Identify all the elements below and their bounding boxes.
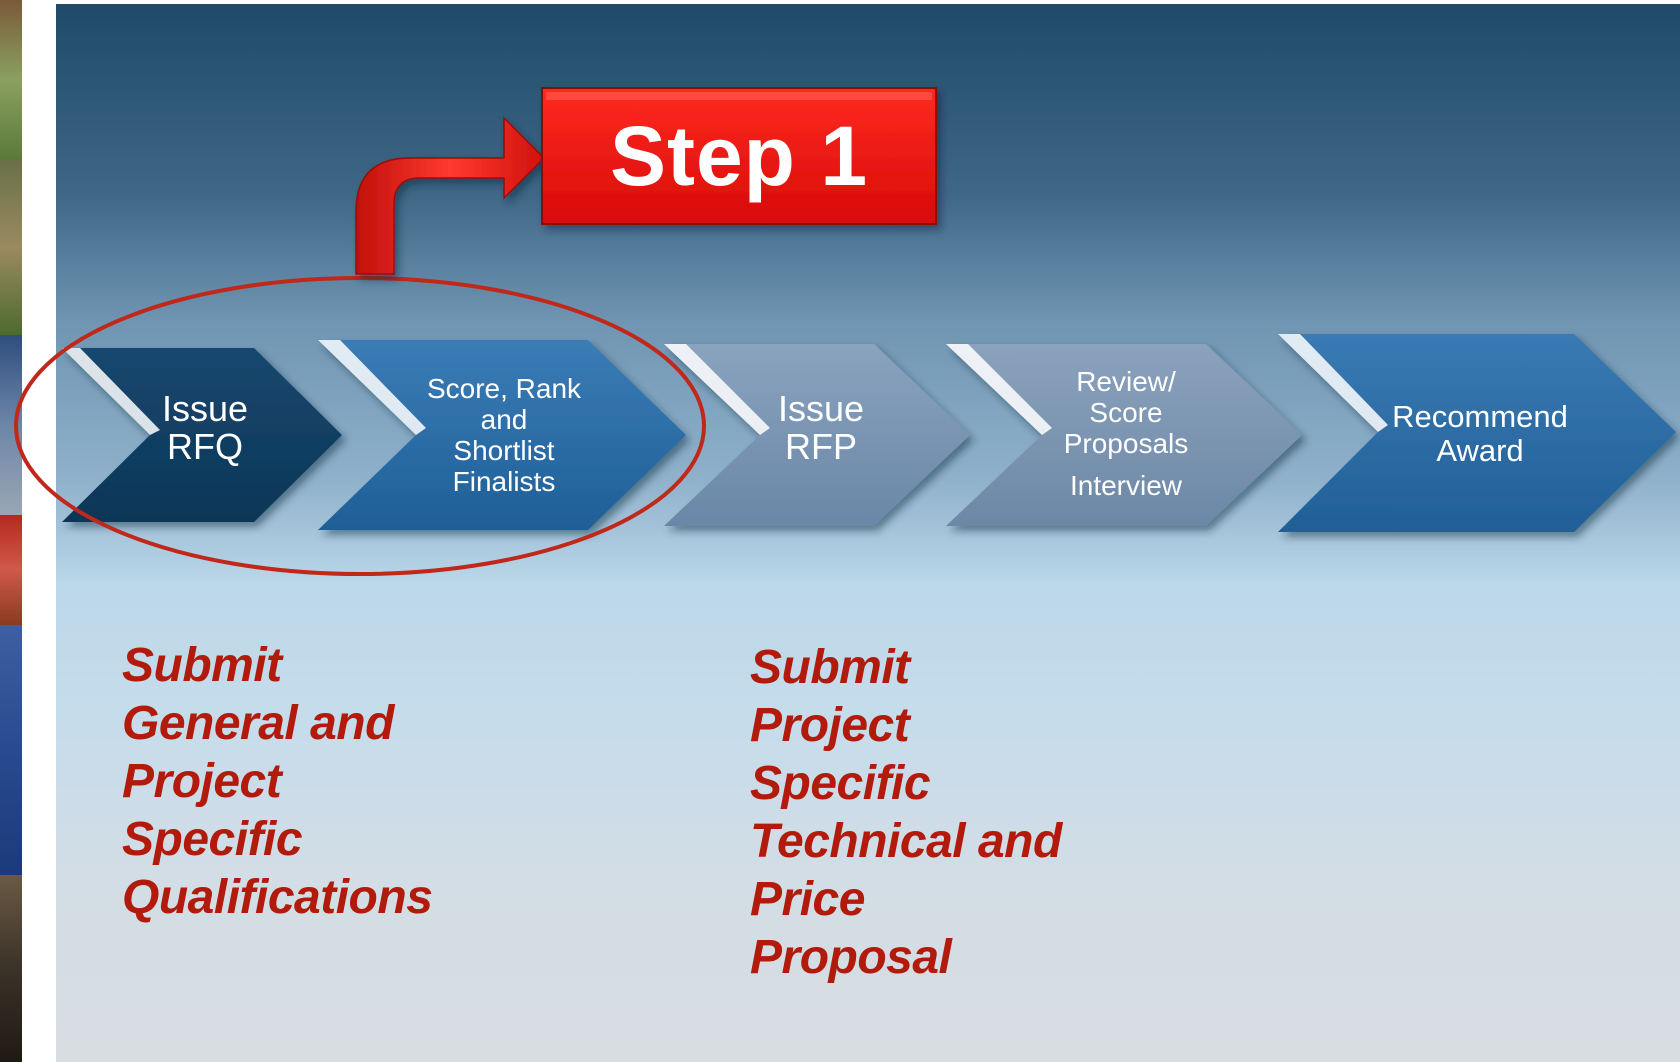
step-label-line: Recommend [1392, 399, 1568, 434]
highlight-ellipse [14, 276, 706, 576]
step-label-recommend-award: Recommend Award [1370, 400, 1590, 468]
step-label-line: Proposals [1063, 428, 1189, 459]
chevron-issue-rfp [664, 344, 970, 526]
step-label-line: Score [1089, 397, 1163, 428]
step-label-line: Review/ [1076, 366, 1176, 397]
photo-strip [0, 0, 22, 1062]
step-label-line: Award [1436, 433, 1524, 468]
chevron-review-score [946, 344, 1302, 526]
step-1-label: Step 1 [609, 108, 869, 203]
step-label-line: Interview [1069, 470, 1183, 501]
step-label-line: Issue [777, 388, 865, 429]
rfq-submission-note: Submit General and Project Specific Qual… [122, 639, 433, 924]
rfp-submission-note: Submit Project Specific Technical and Pr… [750, 641, 1062, 984]
step-label-line: Shortlist [453, 435, 555, 466]
step-label-line: Finalists [452, 466, 556, 497]
chevron-issue-rfq [62, 348, 342, 522]
step-arrow [355, 116, 546, 275]
step-label-line: RFP [785, 426, 857, 467]
chevron-recommend-award [1278, 334, 1676, 532]
step-label-review-score: Review/ Score Proposals Interview [1046, 366, 1206, 501]
step-label-issue-rfp: Issue RFP [756, 390, 886, 466]
step-label-score-rank-shortlist: Score, Rank and Shortlist Finalists [404, 373, 604, 497]
step-label-issue-rfq: Issue RFQ [140, 390, 270, 466]
step-label-line: RFQ [167, 426, 243, 467]
step-label-line: and [480, 404, 528, 435]
chevron-score-rank-shortlist [318, 340, 686, 530]
step-label-line: Issue [161, 388, 249, 429]
step-1-box [541, 87, 937, 225]
step-label-line: Score, Rank [426, 373, 582, 404]
